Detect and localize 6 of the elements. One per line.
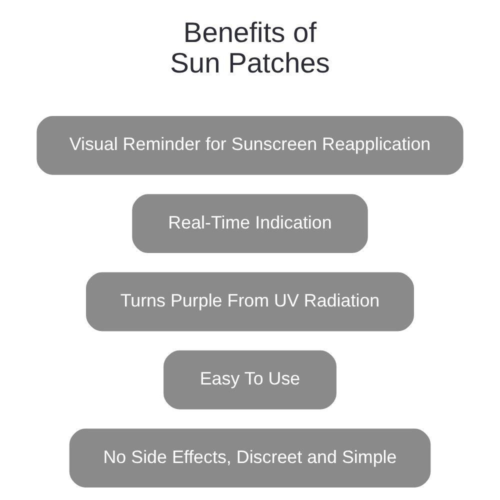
node-box: Visual Reminder for Sunscreen Reapplication (36, 115, 464, 174)
node-box: Turns Purple From UV Radiation (86, 272, 414, 331)
diagram-title: Benefits of Sun Patches (170, 15, 330, 78)
node-box: Easy To Use (164, 350, 336, 409)
node-box: Real-Time Indication (132, 194, 368, 253)
node-box: No Side Effects, Discreet and Simple (69, 428, 431, 488)
